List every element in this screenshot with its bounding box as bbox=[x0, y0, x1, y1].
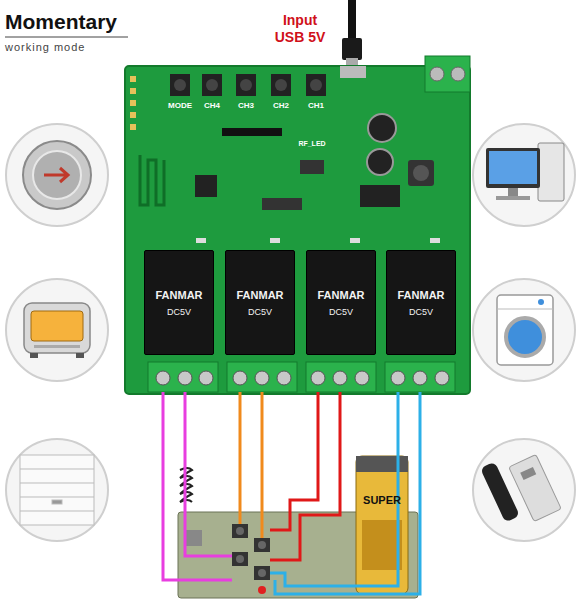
relay-brand: FANMAR bbox=[397, 289, 444, 301]
relay-box: FANMAR DC5V bbox=[386, 250, 456, 355]
relay-box: FANMAR DC5V bbox=[225, 250, 295, 355]
relay-rating: DC5V bbox=[248, 307, 272, 317]
title-text: Momentary bbox=[5, 10, 117, 34]
relay-box: FANMAR DC5V bbox=[306, 250, 376, 355]
rf-remote bbox=[178, 456, 418, 598]
usb-cable bbox=[342, 0, 362, 68]
relay-rating: DC5V bbox=[329, 307, 353, 317]
computer-icon bbox=[486, 143, 564, 201]
relay-rating: DC5V bbox=[409, 307, 433, 317]
button-label: CH1 bbox=[308, 101, 324, 110]
relay-rating: DC5V bbox=[167, 307, 191, 317]
remote-control-icon bbox=[480, 454, 561, 522]
input-label: USB 5V bbox=[275, 29, 326, 45]
oven-icon bbox=[24, 303, 90, 358]
relay-brand: FANMAR bbox=[155, 289, 202, 301]
relay-brand: FANMAR bbox=[317, 289, 364, 301]
wires bbox=[163, 392, 420, 594]
subtitle-text: working mode bbox=[5, 41, 85, 53]
washing-machine-icon bbox=[497, 295, 553, 365]
garage-door-icon bbox=[20, 455, 94, 525]
relay-brand: FANMAR bbox=[236, 289, 283, 301]
title-rule bbox=[5, 37, 128, 38]
button-label: CH4 bbox=[204, 101, 220, 110]
button-label: MODE bbox=[168, 101, 192, 110]
input-label: Input bbox=[283, 12, 317, 28]
button-label: CH2 bbox=[273, 101, 289, 110]
relay-board bbox=[125, 56, 470, 394]
led-label: RF_LED bbox=[298, 140, 325, 147]
relay-box: FANMAR DC5V bbox=[144, 250, 214, 355]
battery-brand: SUPER bbox=[363, 494, 401, 506]
doorbell-icon bbox=[23, 141, 91, 209]
button-label: CH3 bbox=[238, 101, 254, 110]
